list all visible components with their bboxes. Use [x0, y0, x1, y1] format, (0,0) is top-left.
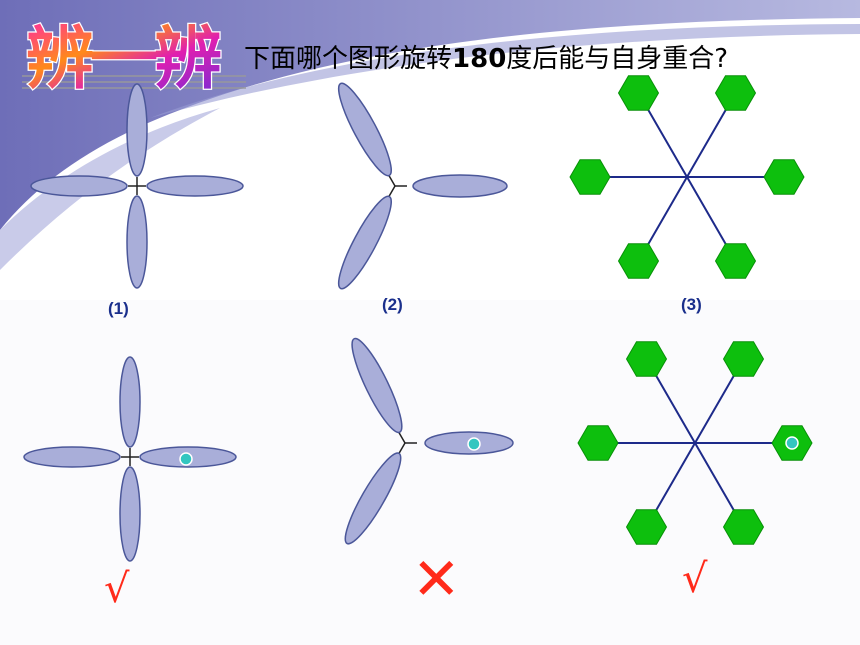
fig2-bottom-marker	[467, 437, 481, 451]
fig3-bottom-spoke-0	[651, 368, 696, 444]
fig1-bottom-petal-up	[119, 356, 141, 448]
fig1-bottom-petal-down	[119, 466, 141, 562]
fig2-top-petal-lower	[337, 195, 392, 290]
fig1-bottom-marker	[179, 452, 193, 466]
answer-fig1-check: √	[104, 566, 130, 612]
fig2-bottom-stem-2	[398, 432, 406, 444]
fig2-top-petal-upper	[337, 82, 392, 177]
fig2-bottom-petal-lower	[344, 452, 402, 545]
fig3-top-spoke-4	[643, 176, 688, 252]
fig1-top-petal-left	[30, 175, 128, 197]
fig3-top-spoke-3	[686, 176, 731, 252]
fig3-top-hexagon-0	[617, 75, 660, 111]
question-part1: 下面哪个图形旋转	[244, 44, 453, 74]
fig3-top-hexagon-5	[569, 159, 611, 195]
question-number: 180	[452, 44, 507, 74]
fig3-bottom-hexagon-5	[577, 425, 619, 461]
fig3-top-spoke-1	[686, 102, 731, 178]
badge-text: 辨一辨	[26, 20, 221, 99]
label-fig1: (1)	[108, 299, 129, 318]
question-part2: 度后能与自身重合?	[506, 44, 729, 74]
label-fig2: (2)	[382, 295, 403, 314]
fig3-bottom-hexagon-2-marker	[785, 436, 799, 450]
fig3-bottom-spoke-4	[651, 442, 696, 518]
fig2-bottom-stem-1	[398, 442, 406, 454]
fig1-top-petal-up	[126, 83, 148, 177]
fig2-top-petal-right	[412, 174, 508, 198]
fig3-bottom-spoke-3	[694, 442, 739, 518]
fig2-top-stem-1	[388, 185, 396, 197]
label-fig3: (3)	[681, 295, 702, 314]
answer-fig3-check: √	[682, 556, 708, 602]
fig3-bottom-hexagon-0	[625, 341, 668, 377]
answer-fig2-cross: ✕	[412, 545, 461, 613]
fig1-top-petal-right	[146, 175, 244, 197]
fig3-top-hexagon-4	[617, 243, 660, 279]
fig3-top-hexagon-1	[714, 75, 757, 111]
fig3-bottom-hexagon-4	[625, 509, 668, 545]
fig3-top-spoke-0	[643, 102, 688, 178]
question-title: 下面哪个图形旋转180度后能与自身重合?	[244, 38, 728, 75]
fig3-bottom-spoke-1	[694, 368, 739, 444]
fig1-bottom-petal-left	[23, 446, 121, 468]
fig2-bottom-petal-upper	[351, 337, 403, 434]
title-badge: 辨一辨	[22, 19, 246, 100]
fig3-bottom-hexagon-3	[722, 509, 765, 545]
fig3-top-hexagon-3	[714, 243, 757, 279]
fig1-top-petal-down	[126, 195, 148, 289]
fig3-top-hexagon-2	[763, 159, 805, 195]
fig2-top-stem-2	[388, 175, 396, 187]
fig3-bottom-hexagon-1	[722, 341, 765, 377]
